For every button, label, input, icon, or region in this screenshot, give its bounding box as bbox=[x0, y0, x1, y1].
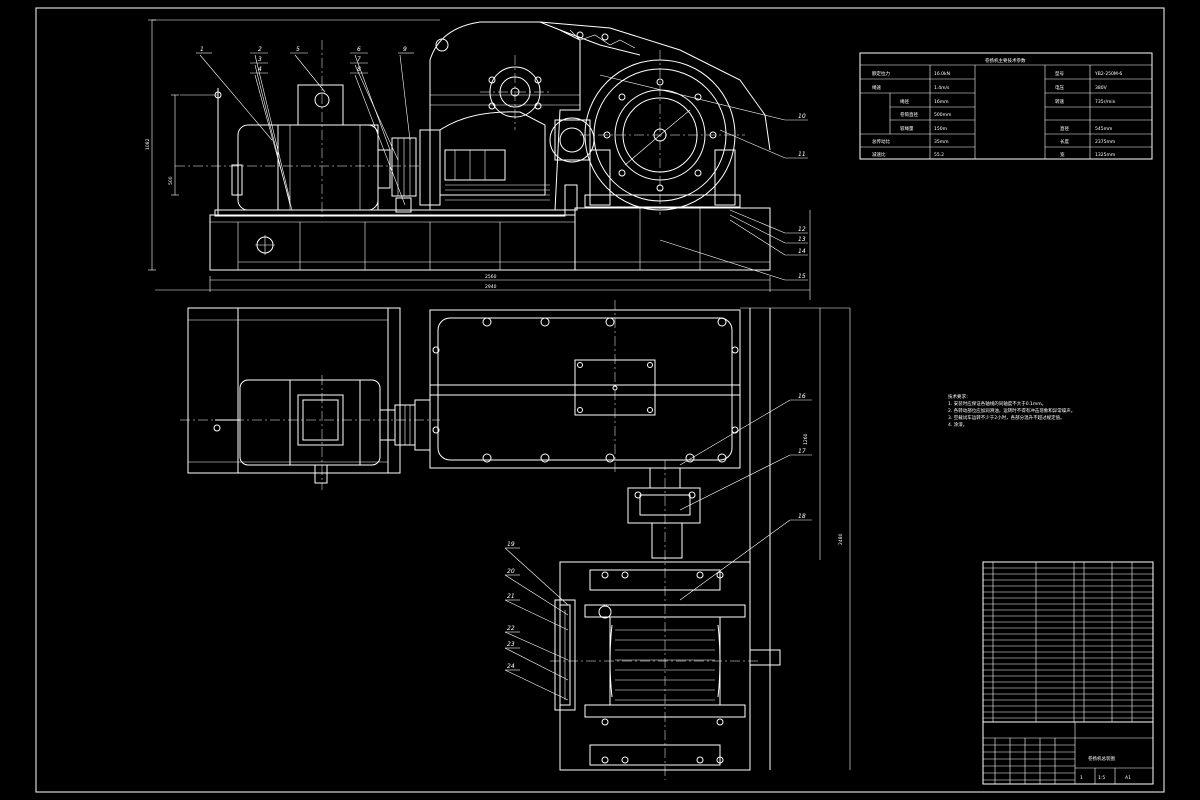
drum-value: 1325mm bbox=[1095, 152, 1115, 158]
part-number: 2 bbox=[258, 46, 262, 53]
spec-label: 绳径 bbox=[900, 98, 909, 105]
parts-list bbox=[982, 561, 1154, 723]
motor-label: 电压 bbox=[1055, 84, 1064, 91]
leaders-top bbox=[196, 52, 808, 281]
part-number: 15 bbox=[798, 273, 806, 280]
part-number: 13 bbox=[798, 236, 806, 243]
drum-label: 长度 bbox=[1060, 138, 1069, 145]
part-number: 7 bbox=[357, 56, 361, 63]
part-number: 9 bbox=[403, 46, 407, 53]
tech-notes-title: 技术要求： bbox=[948, 393, 971, 400]
spec-label: 总传动比 bbox=[872, 138, 890, 145]
drum-value: 2375mm bbox=[1095, 139, 1115, 145]
part-number: 3 bbox=[258, 56, 262, 63]
part-number: 24 bbox=[507, 663, 515, 670]
part-number: 4 bbox=[258, 66, 262, 73]
drawing-quantity: 1 bbox=[1080, 775, 1083, 781]
spec-value: 500mm bbox=[934, 112, 951, 118]
tech-note-line: 4. 涂漆。 bbox=[948, 421, 967, 428]
part-number: 17 bbox=[798, 448, 806, 455]
spec-label: 绳速 bbox=[872, 84, 881, 91]
dimension-base-length: 2560 bbox=[485, 274, 497, 280]
drum-value: 545mm bbox=[1095, 126, 1112, 132]
part-numbers-top: 1 2 3 4 5 6 7 8 9 10 11 12 13 14 15 bbox=[200, 46, 806, 280]
part-number: 5 bbox=[296, 46, 300, 53]
part-number: 16 bbox=[798, 393, 806, 400]
part-number: 22 bbox=[507, 625, 515, 632]
part-number: 18 bbox=[798, 513, 806, 520]
motor-label: 型号 bbox=[1055, 70, 1064, 77]
drawing-sheet: A1 bbox=[1125, 775, 1131, 781]
part-number: 10 bbox=[798, 113, 806, 120]
spec-value: 1.4m/s bbox=[934, 85, 950, 91]
motor-value: 735r/min bbox=[1095, 99, 1116, 105]
part-number: 11 bbox=[798, 151, 806, 158]
dimension-left-height: 1082 bbox=[145, 138, 151, 150]
part-number: 14 bbox=[798, 248, 806, 255]
motor-value: 380V bbox=[1095, 85, 1108, 91]
dimension-texts: 2940 2560 1082 500 1260 2480 bbox=[145, 138, 844, 545]
part-number: 8 bbox=[357, 66, 361, 73]
part-number: 20 bbox=[507, 568, 515, 575]
spec-label: 卷筒直径 bbox=[900, 111, 918, 118]
drawing-name: 卷扬机总装图 bbox=[1088, 755, 1115, 762]
dimension-left-height-inner: 500 bbox=[168, 176, 174, 185]
part-number: 12 bbox=[798, 226, 806, 233]
spec-label: 减速比 bbox=[872, 151, 886, 158]
part-number: 6 bbox=[357, 46, 361, 53]
motor-label: 转速 bbox=[1055, 98, 1064, 105]
dimension-overall-length: 2940 bbox=[485, 284, 497, 290]
part-number: 1 bbox=[200, 46, 204, 53]
spec-table: 卷扬机主要技术参数 额定拉力 16.0kN 绳速 1.4m/s 绳径 16mm … bbox=[859, 52, 1153, 160]
spec-value: 35mm bbox=[934, 139, 949, 145]
spec-value: 16mm bbox=[934, 99, 949, 105]
tech-note-line: 2. 各转动部位应加润滑油，运转时不得有冲击现象和异常噪声。 bbox=[948, 407, 1075, 414]
motor-value: YB2-250M-6 bbox=[1094, 71, 1122, 77]
title-block: 卷扬机总装图 1:5 A1 1 bbox=[982, 721, 1154, 785]
leaders-plan: 16 17 18 19 20 21 22 23 24 bbox=[504, 393, 812, 701]
part-number: 21 bbox=[507, 593, 515, 600]
tech-note-line: 3. 空载试车运转不少于2小时，各部分温升不超过规定值。 bbox=[948, 414, 1065, 421]
part-number: 19 bbox=[507, 541, 515, 548]
spec-value: 55.2 bbox=[934, 152, 944, 158]
drum-label: 宽 bbox=[1060, 151, 1065, 158]
dimension-plan-width: 1260 bbox=[803, 433, 809, 445]
spec-table-title: 卷扬机主要技术参数 bbox=[985, 57, 1026, 64]
drawing-scale: 1:5 bbox=[1098, 775, 1105, 781]
part-number: 23 bbox=[507, 641, 515, 648]
plan-view bbox=[180, 300, 851, 780]
drum-label: 直径 bbox=[1060, 125, 1069, 132]
spec-value: 150m bbox=[934, 126, 947, 132]
front-elevation bbox=[148, 19, 811, 300]
tech-note-line: 1. 安装时应保证各轴线的同轴度不大于0.1mm。 bbox=[948, 400, 1046, 407]
tech-notes: 技术要求： 1. 安装时应保证各轴线的同轴度不大于0.1mm。 2. 各转动部位… bbox=[948, 393, 1075, 428]
spec-label: 额定拉力 bbox=[872, 70, 890, 77]
outer-border bbox=[35, 7, 1165, 793]
dimension-plan-length: 2480 bbox=[838, 533, 844, 545]
spec-label: 容绳量 bbox=[900, 125, 914, 132]
spec-value: 16.0kN bbox=[934, 71, 950, 77]
